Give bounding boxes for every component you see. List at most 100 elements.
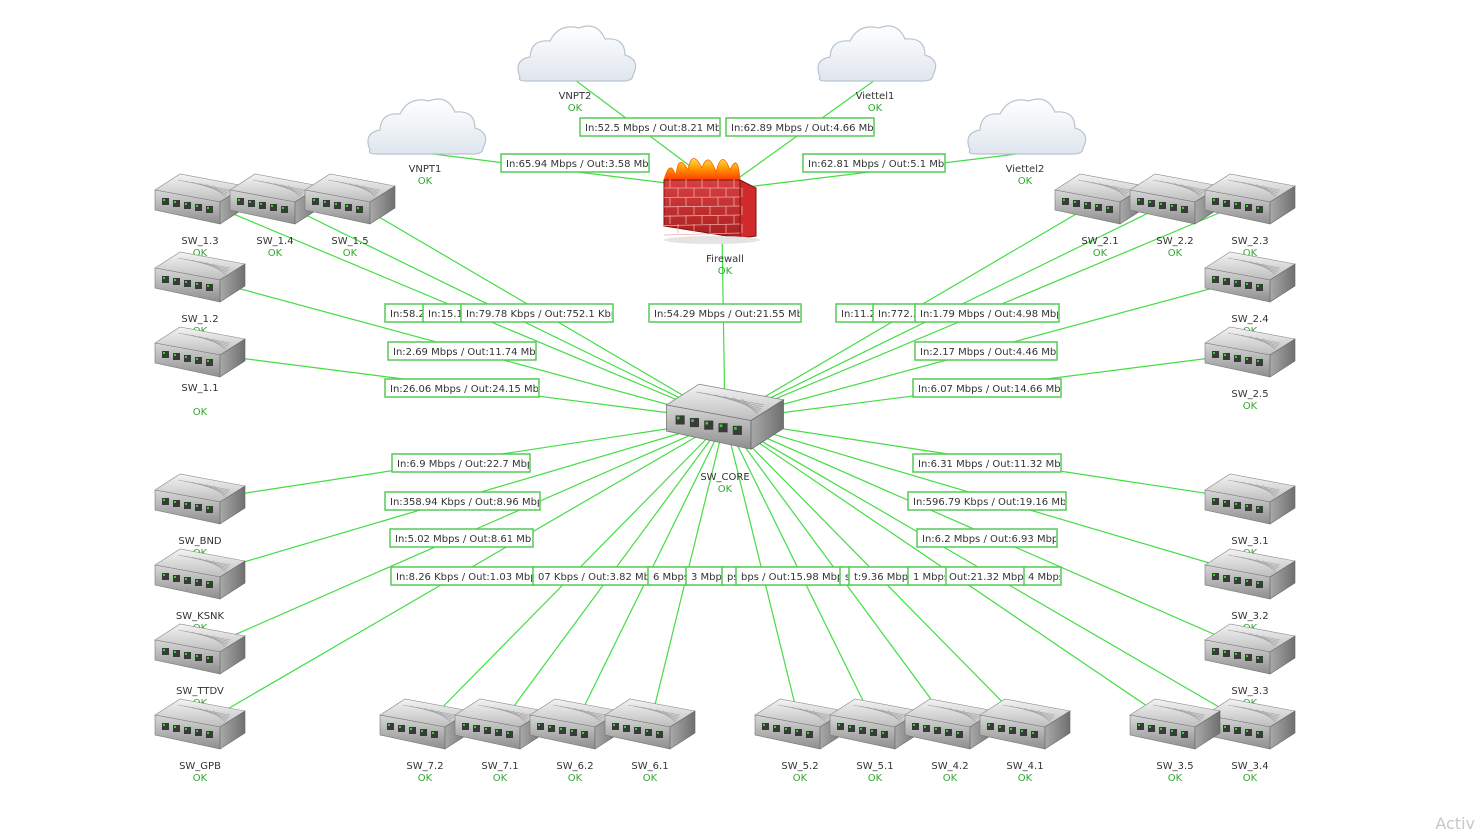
node-sw-6-2[interactable]: SW_6.2OK bbox=[530, 699, 620, 784]
link-label[interactable]: 4 Mbps bbox=[1023, 567, 1064, 585]
node-name: SW_3.3 bbox=[1231, 686, 1268, 697]
node-status: OK bbox=[1168, 248, 1183, 259]
link-label[interactable]: In:79.78 Kbps / Out:752.1 Kbps bbox=[461, 304, 622, 322]
node-status: OK bbox=[718, 266, 733, 277]
node-sw-2-4[interactable]: SW_2.4OK bbox=[1205, 252, 1295, 337]
link-label[interactable]: In:52.5 Mbps / Out:8.21 Mbps bbox=[580, 118, 733, 136]
link-label[interactable]: bps / Out:15.98 Mbps bbox=[736, 567, 848, 585]
link-label[interactable]: In:26.06 Mbps / Out:24.15 Mbps bbox=[385, 379, 551, 397]
link-label-text: In:2.17 Mbps / Out:4.46 Mbps bbox=[920, 347, 1068, 358]
link-label[interactable]: In:2.69 Mbps / Out:11.74 Mbps bbox=[388, 342, 547, 360]
link-label-text: In:11.2 bbox=[841, 309, 876, 320]
link-label[interactable]: In:54.29 Mbps / Out:21.55 Mbps bbox=[649, 304, 815, 322]
switch-graphic bbox=[305, 174, 395, 224]
switch-graphic bbox=[155, 624, 245, 674]
link-label[interactable]: In:62.89 Mbps / Out:4.66 Mbps bbox=[726, 118, 885, 136]
link-label[interactable]: In:8.26 Kbps / Out:1.03 Mbps bbox=[391, 567, 542, 585]
link-label[interactable]: 3 Mbps bbox=[686, 567, 727, 585]
node-sw-6-1[interactable]: SW_6.1OK bbox=[605, 699, 695, 784]
link-label-text: In:6.31 Mbps / Out:11.32 Mbps bbox=[918, 459, 1072, 470]
switch-graphic bbox=[155, 252, 245, 302]
link-label-text: In:15.1 bbox=[428, 309, 463, 320]
link-label[interactable]: In:62.81 Mbps / Out:5.1 Mbps bbox=[803, 154, 956, 172]
link-label[interactable]: 07 Kbps / Out:3.82 Mbps bbox=[533, 567, 662, 585]
link-label[interactable]: 6 Mbps bbox=[648, 567, 689, 585]
link-label[interactable]: In:6.2 Mbps / Out:6.93 Mbps bbox=[917, 529, 1063, 547]
node-sw-1-2[interactable]: SW_1.2OK bbox=[155, 252, 245, 337]
node-status: OK bbox=[343, 248, 358, 259]
switch-graphic bbox=[605, 699, 695, 749]
node-sw-1-3[interactable]: SW_1.3OK bbox=[155, 174, 245, 259]
node-sw-3-2[interactable]: SW_3.2OK bbox=[1205, 549, 1295, 634]
link-label-text: In:6.2 Mbps / Out:6.93 Mbps bbox=[922, 534, 1063, 545]
firewall-graphic bbox=[664, 158, 760, 244]
node-sw-3-5[interactable]: SW_3.5OK bbox=[1130, 699, 1220, 784]
link-label-text: bps / Out:15.98 Mbps bbox=[741, 572, 848, 583]
node-name: VNPT2 bbox=[559, 91, 592, 102]
node-status: OK bbox=[1018, 176, 1033, 187]
link-label[interactable]: In:6.9 Mbps / Out:22.7 Mbps bbox=[392, 454, 538, 472]
node-sw-7-2[interactable]: SW_7.2OK bbox=[380, 699, 470, 784]
node-sw-ttdv[interactable]: SW_TTDVOK bbox=[155, 624, 245, 709]
link-label[interactable]: Out:21.32 Mbps bbox=[944, 567, 1029, 585]
link-label-text: In:5.02 Mbps / Out:8.61 Mbps bbox=[395, 534, 543, 545]
node-sw-2-2[interactable]: SW_2.2OK bbox=[1130, 174, 1220, 259]
link-label[interactable]: In:65.94 Mbps / Out:3.58 Mbps bbox=[501, 154, 660, 172]
switch-graphic bbox=[155, 327, 245, 377]
node-name: SW_BND bbox=[178, 536, 222, 547]
node-sw-bnd[interactable]: SW_BNDOK bbox=[155, 474, 245, 559]
switch-graphic bbox=[155, 474, 245, 524]
link-label[interactable]: In:2.17 Mbps / Out:4.46 Mbps bbox=[915, 342, 1068, 360]
node-sw-2-5[interactable]: SW_2.5OK bbox=[1205, 327, 1295, 412]
node-sw-2-3[interactable]: SW_2.3OK bbox=[1205, 174, 1295, 259]
node-sw-7-1[interactable]: SW_7.1OK bbox=[455, 699, 545, 784]
node-sw-5-2[interactable]: SW_5.2OK bbox=[755, 699, 845, 784]
link-label[interactable]: 1 Mbps bbox=[908, 567, 949, 585]
node-sw-5-1[interactable]: SW_5.1OK bbox=[830, 699, 920, 784]
link-label[interactable]: t:9.36 Mbps bbox=[849, 567, 913, 585]
node-status: OK bbox=[1093, 248, 1108, 259]
node-sw-3-1[interactable]: SW_3.1OK bbox=[1205, 474, 1295, 559]
link-label[interactable]: In:6.31 Mbps / Out:11.32 Mbps bbox=[913, 454, 1072, 472]
node-status: OK bbox=[418, 176, 433, 187]
node-name: SW_1.4 bbox=[256, 236, 293, 247]
node-status: OK bbox=[193, 773, 208, 784]
link-label-text: In:52.5 Mbps / Out:8.21 Mbps bbox=[585, 123, 733, 134]
link-label[interactable]: In:58.2 bbox=[385, 304, 425, 322]
node-name: SW_7.2 bbox=[406, 761, 443, 772]
link-label[interactable]: In:1.79 Mbps / Out:4.98 Mbps bbox=[915, 304, 1068, 322]
node-sw-4-2[interactable]: SW_4.2OK bbox=[905, 699, 995, 784]
node-sw-1-5[interactable]: SW_1.5OK bbox=[305, 174, 395, 259]
node-status: OK bbox=[1018, 773, 1033, 784]
node-sw-1-1[interactable]: SW_1.1OK bbox=[155, 327, 245, 418]
link-label-text: t:9.36 Mbps bbox=[854, 572, 913, 583]
node-sw-4-1[interactable]: SW_4.1OK bbox=[980, 699, 1070, 784]
link-label[interactable]: In:6.07 Mbps / Out:14.66 Mbps bbox=[913, 379, 1072, 397]
link-label-text: In:6.07 Mbps / Out:14.66 Mbps bbox=[918, 384, 1072, 395]
link-label[interactable]: In:772.3 bbox=[873, 304, 919, 322]
node-name: SW_2.1 bbox=[1081, 236, 1118, 247]
node-sw-1-4[interactable]: SW_1.4OK bbox=[230, 174, 320, 259]
node-sw-2-1[interactable]: SW_2.1OK bbox=[1055, 174, 1145, 259]
link-label[interactable]: In:5.02 Mbps / Out:8.61 Mbps bbox=[390, 529, 543, 547]
node-name: Viettel2 bbox=[1006, 164, 1045, 175]
node-status: OK bbox=[1243, 401, 1258, 412]
link-label[interactable]: In:15.1 bbox=[423, 304, 463, 322]
node-name: SW_3.2 bbox=[1231, 611, 1268, 622]
switch-graphic bbox=[1130, 699, 1220, 749]
switch-graphic bbox=[1205, 327, 1295, 377]
link-label[interactable]: In:596.79 Kbps / Out:19.16 Mbps bbox=[908, 492, 1078, 510]
node-sw-ksnk[interactable]: SW_KSNKOK bbox=[155, 549, 245, 634]
node-status: OK bbox=[868, 773, 883, 784]
link-label[interactable]: In:358.94 Kbps / Out:8.96 Mbps bbox=[385, 492, 549, 510]
node-sw-3-3[interactable]: SW_3.3OK bbox=[1205, 624, 1295, 709]
link-label[interactable]: In:11.2 bbox=[836, 304, 876, 322]
activation-watermark: Activ bbox=[1435, 814, 1475, 833]
